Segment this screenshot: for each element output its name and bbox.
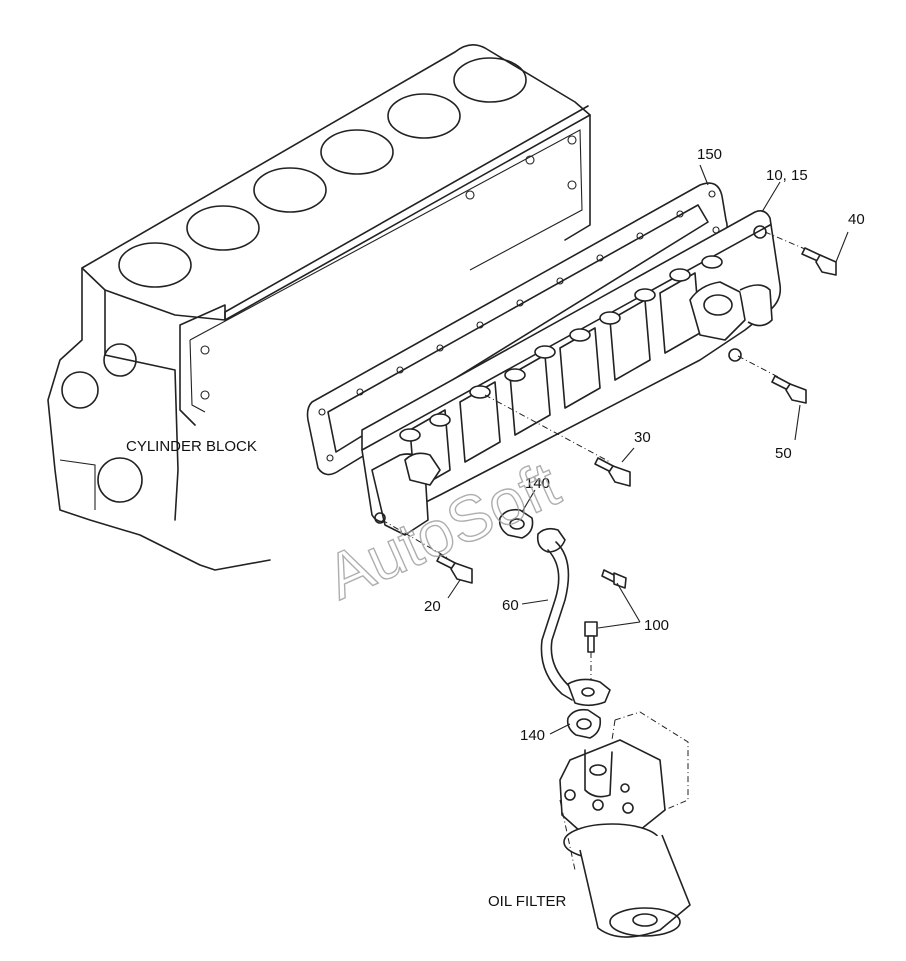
label-part-150: 150 bbox=[697, 146, 722, 163]
label-part-10-15: 10, 15 bbox=[766, 167, 808, 184]
oil-cooler-body bbox=[361, 210, 782, 536]
label-oil-filter: OIL FILTER bbox=[488, 893, 567, 910]
bolt-50 bbox=[737, 355, 807, 404]
gasket-140-upper bbox=[498, 508, 534, 539]
label-part-20: 20 bbox=[424, 598, 441, 615]
label-cylinder-block: CYLINDER BLOCK bbox=[126, 438, 257, 455]
oil-filter-assembly bbox=[559, 711, 691, 938]
label-part-140-upper: 140 bbox=[525, 475, 550, 492]
label-part-30: 30 bbox=[634, 429, 651, 446]
bolt-20 bbox=[381, 519, 473, 584]
callout-labels: CYLINDER BLOCK OIL FILTER 150 10, 15 40 … bbox=[126, 146, 865, 910]
cylinder-block bbox=[47, 44, 591, 571]
label-part-140-lower: 140 bbox=[520, 727, 545, 744]
leader-lines bbox=[447, 164, 849, 735]
bolt-30 bbox=[484, 394, 631, 487]
oil-pipe-60 bbox=[536, 527, 611, 707]
bolts-100 bbox=[584, 569, 627, 700]
bolt-40 bbox=[764, 231, 837, 276]
label-part-60: 60 bbox=[502, 597, 519, 614]
label-part-50: 50 bbox=[775, 445, 792, 462]
label-part-40: 40 bbox=[848, 211, 865, 228]
label-part-100: 100 bbox=[644, 617, 669, 634]
gasket-140-lower bbox=[566, 708, 602, 739]
